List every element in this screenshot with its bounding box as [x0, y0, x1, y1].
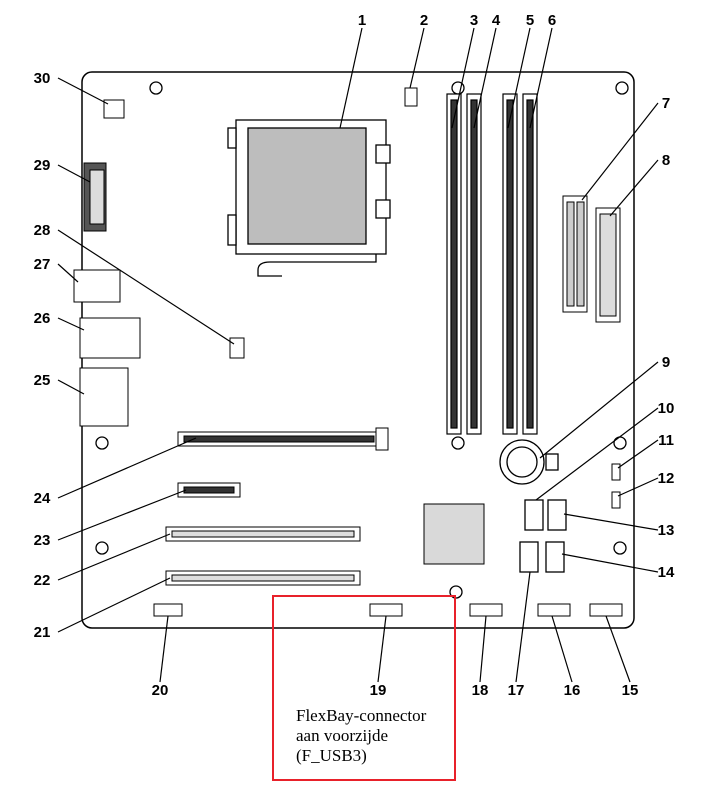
battery [499, 439, 559, 485]
callout-number-17: 17 [508, 682, 525, 699]
cpu-socket [227, 119, 391, 277]
callout-number-20: 20 [152, 682, 169, 699]
jumpers [611, 463, 621, 509]
callout-number-1: 1 [358, 12, 366, 29]
leader-line-5 [507, 27, 531, 129]
flexbay-note-line-3: (F_USB3) [296, 746, 367, 765]
leader-line-20 [159, 615, 169, 683]
callout-number-3: 3 [470, 12, 478, 29]
flexbay-highlight-box [272, 595, 456, 781]
callout-number-19: 19 [370, 682, 387, 699]
callout-number-13: 13 [658, 522, 675, 539]
callout-number-26: 26 [34, 310, 51, 327]
leader-line-14 [561, 553, 659, 573]
leader-line-19 [377, 615, 387, 683]
leader-line-16 [551, 615, 573, 683]
atx12v-connector [103, 99, 125, 119]
leader-line-2 [409, 27, 425, 89]
callout-number-11: 11 [658, 432, 674, 449]
leader-line-1 [339, 27, 363, 129]
leader-line-22 [57, 533, 171, 581]
leader-line-28 [57, 229, 235, 345]
leader-line-29 [57, 164, 91, 183]
callout-number-25: 25 [34, 372, 51, 389]
leader-line-15 [605, 615, 631, 683]
callout-number-21: 21 [34, 624, 51, 641]
leader-line-10 [535, 407, 659, 501]
leader-line-9 [539, 361, 659, 459]
callout-number-16: 16 [564, 682, 581, 699]
chipset-heatsink [423, 503, 485, 565]
system-fan-header [229, 337, 245, 359]
callout-number-29: 29 [34, 157, 51, 174]
leader-line-17 [515, 571, 531, 683]
memory-slots [446, 93, 538, 435]
callout-number-10: 10 [658, 400, 675, 417]
rear-io [73, 162, 141, 427]
main-power-connector [562, 195, 588, 313]
leader-line-11 [617, 439, 659, 469]
bottom-headers [153, 603, 623, 617]
leader-line-23 [57, 489, 187, 541]
callout-number-15: 15 [622, 682, 639, 699]
flexbay-note: FlexBay-connector aan voorzijde (F_USB3) [296, 706, 466, 766]
callout-number-2: 2 [420, 12, 428, 29]
leader-line-18 [479, 615, 487, 683]
callout-number-5: 5 [526, 12, 534, 29]
callout-number-23: 23 [34, 532, 51, 549]
callout-number-22: 22 [34, 572, 51, 589]
callout-number-28: 28 [34, 222, 51, 239]
leader-line-12 [617, 477, 659, 497]
leader-line-7 [581, 102, 659, 201]
callout-number-14: 14 [658, 564, 675, 581]
callout-number-12: 12 [658, 470, 675, 487]
leader-line-8 [609, 159, 659, 217]
callout-number-27: 27 [34, 256, 51, 273]
leader-line-13 [563, 513, 659, 531]
leader-line-4 [473, 27, 497, 129]
leader-line-27 [57, 263, 79, 283]
callout-number-24: 24 [34, 490, 51, 507]
pci-slots [165, 526, 361, 586]
callout-number-7: 7 [662, 95, 670, 112]
callout-number-6: 6 [548, 12, 556, 29]
leader-line-21 [57, 577, 171, 633]
leader-line-24 [57, 437, 197, 499]
cpu-fan-header [404, 87, 418, 107]
callout-number-30: 30 [34, 70, 51, 87]
callout-number-4: 4 [492, 12, 501, 29]
pcie-x16-slot [177, 427, 389, 451]
pcie-x1-slot [177, 482, 241, 498]
callout-number-8: 8 [662, 152, 670, 169]
leader-line-3 [451, 27, 475, 129]
leader-line-6 [529, 27, 553, 129]
leader-line-30 [57, 77, 109, 105]
leader-line-25 [57, 379, 85, 395]
callout-number-9: 9 [662, 354, 670, 371]
callout-number-18: 18 [472, 682, 489, 699]
leader-line-26 [57, 317, 85, 331]
ide-connector [595, 207, 621, 323]
flexbay-note-line-1: FlexBay-connector [296, 706, 427, 725]
sata-connectors [519, 499, 567, 573]
flexbay-note-line-2: aan voorzijde [296, 726, 389, 745]
